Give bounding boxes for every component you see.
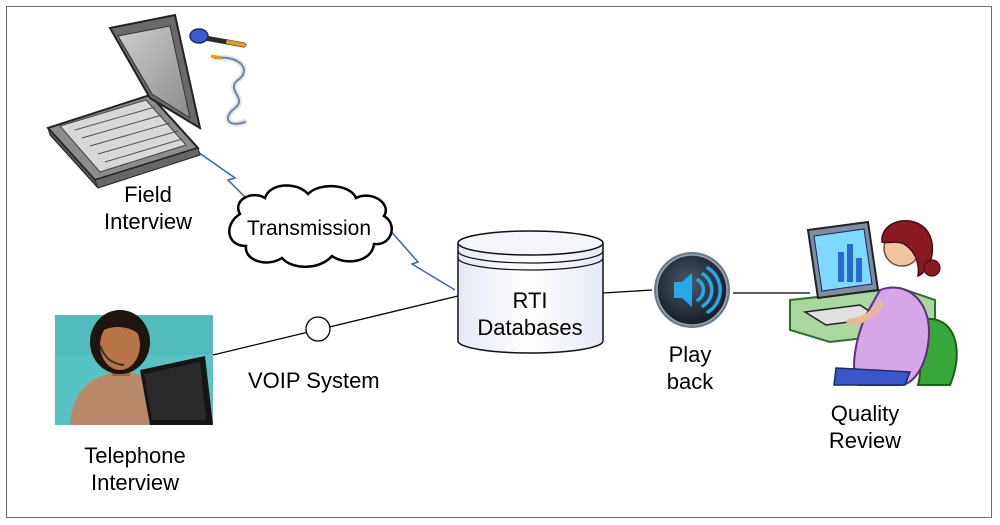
playback-label: Play back [640, 341, 740, 395]
db-to-playback-line [602, 289, 653, 294]
connectors [194, 149, 810, 356]
quality-review-line1: Quality [830, 401, 900, 426]
call-center-agent-icon [55, 310, 213, 425]
databases-line2: Databases [477, 315, 583, 340]
playback-line2: back [666, 369, 714, 394]
diagram-frame [6, 6, 992, 518]
laptop-icon [46, 13, 202, 189]
wireless-link-database [387, 227, 456, 291]
speaker-icon [654, 252, 730, 328]
databases-label: RTI Databases [470, 287, 590, 341]
voip-node-circle [305, 316, 331, 342]
transmission-label: Transmission [234, 215, 384, 242]
woman-at-computer-icon [789, 220, 958, 386]
cloud-icon [228, 184, 393, 268]
databases-line1: RTI [512, 288, 548, 313]
field-interview-line1: Field [124, 182, 172, 207]
voip-label: VOIP System [248, 367, 413, 394]
telephone-interview-line1: Telephone [84, 443, 186, 468]
transmission-text: Transmission [246, 217, 372, 240]
telephone-interview-label: Telephone Interview [65, 442, 205, 496]
microphone-icon [189, 28, 248, 127]
telephone-interview-line2: Interview [90, 470, 180, 495]
quality-review-line2: Review [828, 428, 902, 453]
database-icon [457, 230, 604, 354]
voip-text: VOIP System [248, 368, 380, 393]
field-interview-line2: Interview [103, 209, 193, 234]
quality-review-label: Quality Review [810, 400, 920, 454]
voip-line [212, 295, 459, 356]
field-interview-label: Field Interview [88, 181, 208, 235]
playback-line1: Play [668, 342, 712, 367]
wireless-link-laptop [194, 149, 259, 211]
